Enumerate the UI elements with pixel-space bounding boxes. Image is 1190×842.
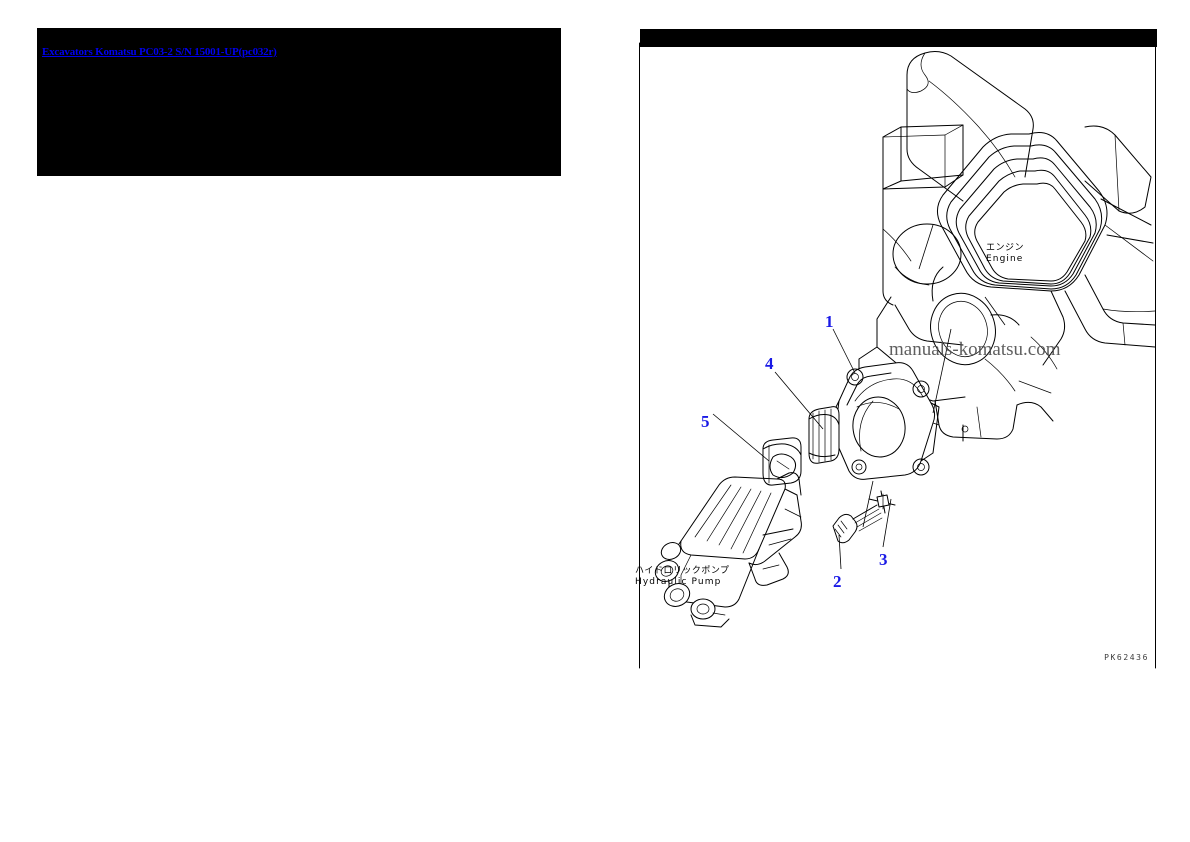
callout-5: 5	[701, 412, 710, 431]
label-hydraulic-pump: ハイドロリックポンプ Hydraulic Pump	[635, 566, 730, 588]
label-engine: エンジン Engine	[986, 243, 1024, 265]
washer-part3-drawing	[868, 490, 896, 514]
bolt-part2-drawing	[832, 504, 883, 544]
breadcrumb-panel: Excavators Komatsu PC03-2 S/N 15001-UP(p…	[37, 28, 561, 176]
coupling-sleeve-drawing	[808, 406, 840, 464]
breadcrumb-link-category[interactable]: Excavators Komatsu	[42, 46, 140, 58]
callout-1: 1	[825, 312, 834, 331]
label-hydraulic-pump-en: Hydraulic Pump	[635, 577, 722, 587]
callout-3: 3	[879, 550, 888, 569]
engine-assembly-drawing	[858, 51, 1156, 442]
label-hydraulic-pump-jp: ハイドロリックポンプ	[635, 566, 730, 576]
drawing-code: PK62436	[1104, 653, 1149, 662]
watermark: manuals-komatsu.com	[889, 339, 1061, 360]
coupling-housing-drawing	[832, 362, 940, 480]
callout-leader-lines	[712, 224, 1006, 570]
drawing-canvas	[639, 42, 1156, 669]
drive-coupling-hub-drawing	[762, 437, 802, 486]
hydraulic-pump-drawing	[654, 472, 802, 628]
drawing-header-bar	[640, 29, 1157, 47]
drawing-frame-lines	[639, 42, 1156, 669]
engine-flange-stack	[937, 132, 1108, 292]
breadcrumb: Excavators Komatsu PC03-2 S/N 15001-UP(p…	[42, 45, 277, 58]
label-engine-jp: エンジン	[986, 243, 1025, 253]
breadcrumb-link-model[interactable]: PC03-2 S/N 15001-UP(pc032r)	[139, 46, 277, 58]
parts-drawing-panel: 1 2 3 4 5 エンジン Engine ハイドロリックポンプ Hydraul…	[633, 29, 1157, 670]
callout-2: 2	[833, 572, 842, 591]
label-engine-en: Engine	[986, 254, 1024, 264]
callout-4: 4	[765, 354, 774, 373]
